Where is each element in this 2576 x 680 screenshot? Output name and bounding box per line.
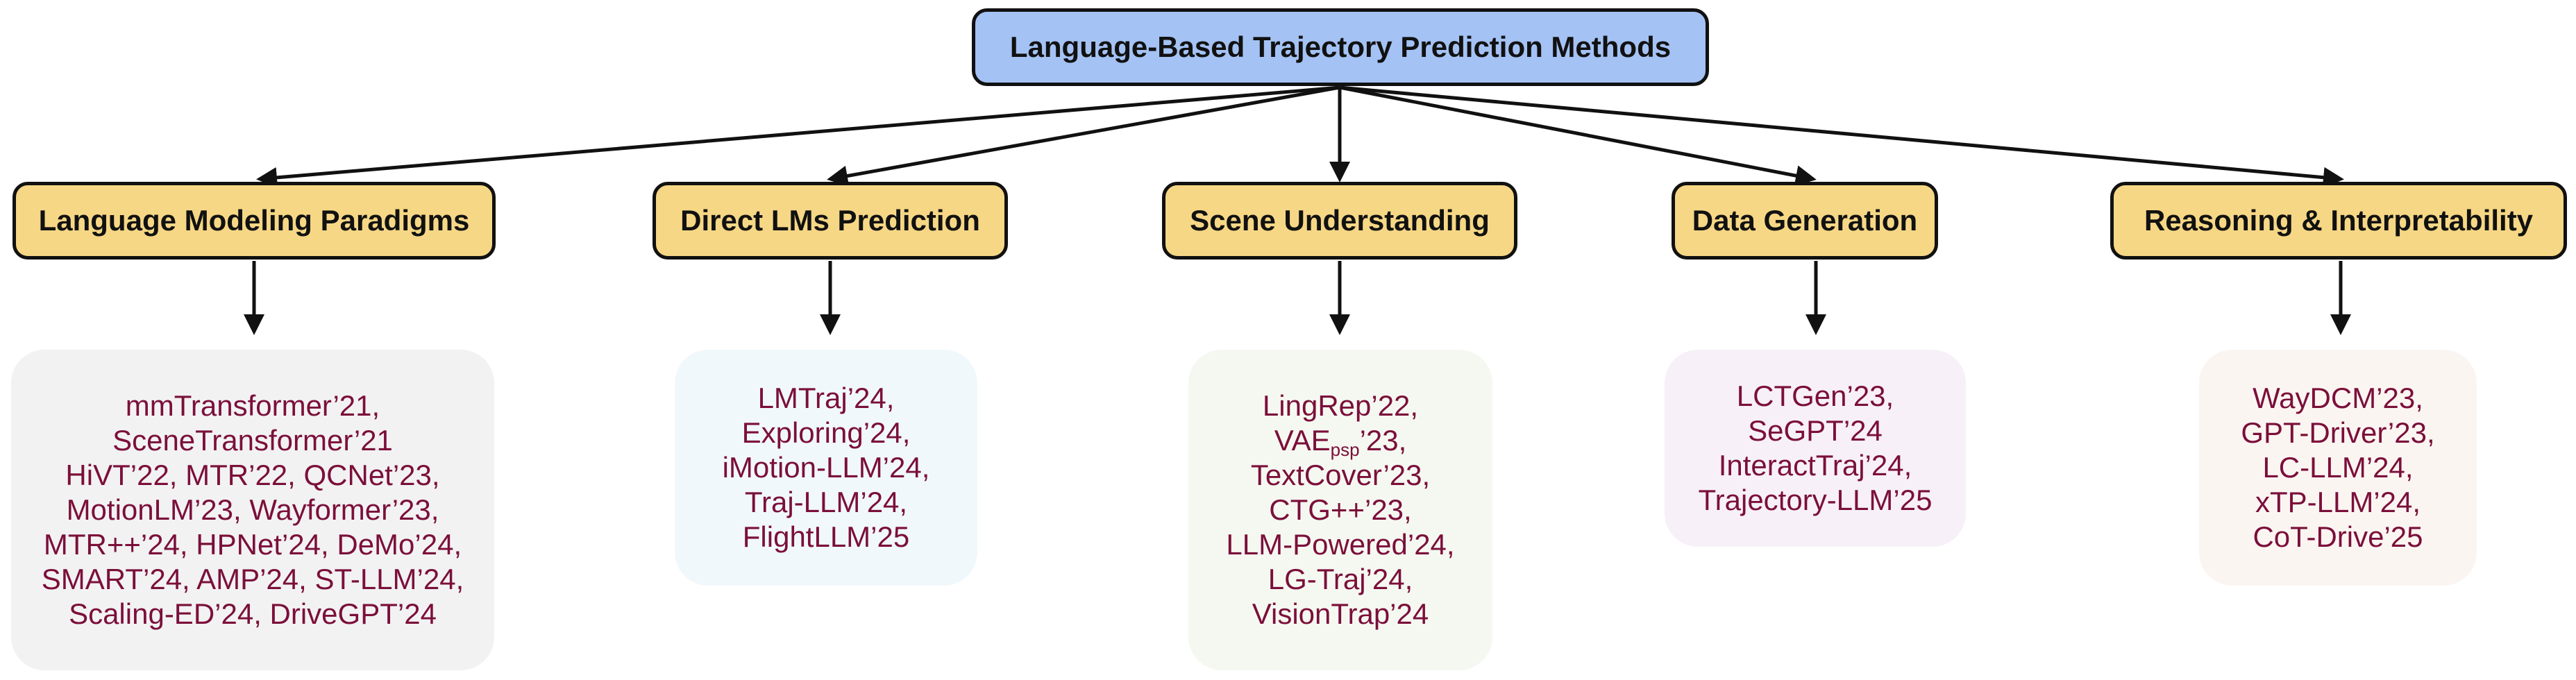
method-suffix: ’23, — [1359, 424, 1407, 457]
arrow-root-to-direct-lms — [827, 85, 1340, 187]
arrow-root-to-data-generation — [1339, 85, 1817, 186]
method-item: LG-Traj’24, — [1268, 563, 1413, 595]
category-language-modeling-paradigms: Language Modeling Paradigms — [12, 182, 496, 260]
category-direct-lms-prediction: Direct LMs Prediction — [653, 182, 1008, 260]
method-item: xTP-LLM’24, — [2255, 486, 2421, 518]
method-item: GPT-Driver’23, — [2241, 416, 2435, 449]
method-item: iMotion-LLM’24, — [722, 451, 930, 484]
methods-box-scene-understanding: LingRep’22,VAEpsp’23,TextCover’23,CTG++’… — [1188, 350, 1492, 670]
method-item: MotionLM’23, Wayformer’23, — [66, 493, 439, 526]
method-item: SMART’24, AMP’24, ST-LLM’24, — [41, 563, 464, 595]
method-item: Exploring’24, — [741, 416, 911, 449]
method-item: HiVT’22, MTR’22, QCNet’23, — [65, 459, 440, 491]
method-item: VisionTrap’24 — [1252, 597, 1429, 630]
arrow-root-to-reasoning — [1339, 85, 2344, 188]
method-name: VAE — [1274, 424, 1331, 457]
method-item: LCTGen’23, — [1736, 380, 1894, 412]
methods-box-reasoning: WayDCM’23,GPT-Driver’23,LC-LLM’24,xTP-LL… — [2199, 350, 2477, 586]
method-item: MTR++’24, HPNet’24, DeMo’24, — [43, 528, 462, 561]
method-subscript: psp — [1330, 439, 1360, 460]
method-item: VAEpsp’23, — [1274, 423, 1407, 460]
method-item: LC-LLM’24, — [2262, 451, 2414, 484]
method-item: LLM-Powered’24, — [1226, 528, 1455, 561]
method-item: Scaling-ED’24, DriveGPT’24 — [69, 597, 437, 630]
method-item: SceneTransformer’21 — [112, 424, 393, 457]
category-reasoning-interpretability: Reasoning & Interpretability — [2110, 182, 2567, 260]
method-item: TextCover’23, — [1250, 459, 1431, 491]
arrow-root-to-language-modeling — [256, 85, 1340, 188]
methods-box-direct-lms: LMTraj’24,Exploring’24,iMotion-LLM’24,Tr… — [675, 350, 977, 586]
category-data-generation: Data Generation — [1672, 182, 1938, 260]
method-item: SeGPT’24 — [1748, 414, 1883, 447]
root-node: Language-Based Trajectory Prediction Met… — [972, 8, 1709, 86]
method-item: CoT-Drive’25 — [2253, 520, 2423, 553]
category-scene-understanding: Scene Understanding — [1162, 182, 1517, 260]
method-item: LMTraj’24, — [757, 382, 895, 414]
method-item: InteractTraj’24, — [1718, 449, 1912, 482]
method-item: mmTransformer’21, — [125, 389, 380, 422]
method-item: FlightLLM’25 — [742, 520, 910, 553]
method-item: CTG++’23, — [1269, 493, 1412, 526]
method-item: Trajectory-LLM’25 — [1698, 484, 1933, 516]
method-item: WayDCM’23, — [2253, 382, 2423, 414]
method-item: LingRep’22, — [1262, 389, 1419, 422]
method-item: Traj-LLM’24, — [744, 486, 908, 518]
